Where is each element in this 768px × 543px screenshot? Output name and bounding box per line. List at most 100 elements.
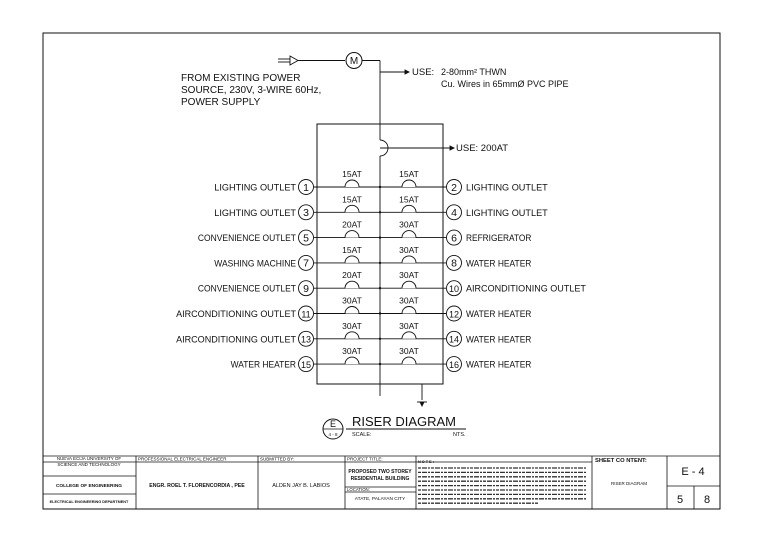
breaker-arc-right xyxy=(401,255,417,263)
circuit-number-circle-left xyxy=(298,204,314,221)
circuit-number-right: 16 xyxy=(449,360,459,370)
circuit-number-circle-left xyxy=(298,254,314,271)
circuit-label-right: WATER HEATER xyxy=(466,334,532,344)
breaker-rating-left: 30AT xyxy=(342,321,362,331)
circuit-number-circle-right xyxy=(446,356,462,373)
source-text-line-3: POWER SUPPLY xyxy=(181,97,261,108)
breaker-rating-right: 30AT xyxy=(399,270,419,280)
breaker-arc-left xyxy=(344,331,360,339)
feeder-wire-line-2: Cu. Wires in 65mmØ PVC PIPE xyxy=(441,79,569,89)
circuit-number-circle-right xyxy=(446,179,462,195)
bus-junction xyxy=(378,185,382,189)
circuit-number-circle-left xyxy=(298,305,314,322)
meter-label: M xyxy=(350,56,358,67)
circuit-number-left: 5 xyxy=(303,232,309,244)
breaker-rating-left: 30AT xyxy=(342,346,362,356)
circuit-label-left: LIGHTING OUTLET xyxy=(214,183,296,193)
breaker-arc-left xyxy=(344,230,360,238)
breaker-arc-left xyxy=(344,280,360,289)
title-block-grid xyxy=(43,455,720,509)
scale-value: NTS. xyxy=(453,432,466,438)
breaker-arc-left xyxy=(344,255,360,263)
bus-junction xyxy=(378,261,382,265)
submitted-heading: SUBMITTED BY: xyxy=(260,457,294,462)
breaker-arc-right xyxy=(401,356,417,365)
meter-symbol: M xyxy=(345,52,363,69)
sheet-border xyxy=(42,32,721,510)
breaker-rating-left: 15AT xyxy=(342,169,362,179)
circuit-number-circle-left xyxy=(298,280,314,297)
circuit-number-circle-right xyxy=(446,204,462,221)
bus-junction xyxy=(378,287,382,290)
detail-marker-letter: E xyxy=(330,419,336,429)
sheet-total: 8 xyxy=(704,494,710,506)
project-line-2: RESIDENTIAL BUILDING xyxy=(351,476,410,482)
breaker-arc-right xyxy=(401,179,417,188)
engineer-heading: PROFESSIONAL ELECTRICAL ENGINEER xyxy=(138,457,227,462)
location-heading: LOCATION: xyxy=(347,487,370,492)
circuit-label-right: REFRIGERATOR xyxy=(466,233,532,243)
breaker-rating-right: 30AT xyxy=(399,245,419,255)
university-line-1: NUEVA ECIJA UNIVERSITY OF xyxy=(57,456,122,461)
breaker-rating-right: 15AT xyxy=(399,169,419,179)
power-source-arrow xyxy=(278,55,345,66)
circuit-number-left: 3 xyxy=(303,207,309,219)
university-line-2: SCIENCE AND TECHNOLOGY xyxy=(57,462,120,467)
circuit-number-circle-left xyxy=(298,179,314,195)
circuit-number-left: 1 xyxy=(303,182,309,194)
source-text-line-1: FROM EXISTING POWER xyxy=(181,73,300,84)
feeder-wire-line-1: 2-80mm² THWN xyxy=(441,67,506,77)
circuit-number-circle-right xyxy=(446,330,462,347)
breaker-rating-left: 20AT xyxy=(342,220,362,230)
detail-marker: E 4 - 8 xyxy=(322,418,344,440)
breaker-rating-right: 30AT xyxy=(399,346,419,356)
project-line-1: PROPOSED TWO STOREY xyxy=(348,469,412,475)
circuit-label-left: CONVENIENCE OUTLET xyxy=(198,284,296,294)
notes-heading: N O T E : xyxy=(418,460,434,464)
circuit-label-left: CONVENIENCE OUTLET xyxy=(198,233,296,243)
bus-junction xyxy=(378,312,382,315)
engineer-name: ENGR. ROEL T. FLORENCORDIA , PEE xyxy=(149,483,245,489)
circuit-label-right: AIRCONDITIONING OUTLET xyxy=(466,284,586,294)
main-breaker xyxy=(379,139,456,408)
breaker-arc-left xyxy=(344,306,360,314)
circuit-number-circle-right xyxy=(446,305,462,322)
circuit-label-left: AIRCONDITIONING OUTLET xyxy=(176,309,296,319)
department-name: ELECTRICAL ENGINEERING DEPARTMENT xyxy=(50,500,129,504)
circuit-label-right: WATER HEATER xyxy=(466,258,532,268)
main-breaker-label: USE: 200AT xyxy=(456,143,508,154)
breaker-rating-left: 15AT xyxy=(342,194,362,204)
circuit-number-right: 10 xyxy=(449,284,459,294)
breaker-arc-left xyxy=(344,356,360,365)
circuit-number-right: 12 xyxy=(449,309,459,319)
circuit-label-right: WATER HEATER xyxy=(466,309,532,319)
breaker-arc-left xyxy=(344,179,360,188)
circuit-number-right: 4 xyxy=(451,207,457,219)
breaker-arc-right xyxy=(401,331,417,339)
circuit-number-left: 11 xyxy=(301,309,310,319)
sheet-id: E - 4 xyxy=(681,466,704,478)
circuit-number-right: 6 xyxy=(451,232,457,244)
notes-text-block xyxy=(418,467,586,504)
breaker-arc-right xyxy=(401,280,417,289)
breaker-rating-right: 30AT xyxy=(399,321,419,331)
breaker-rating-left: 15AT xyxy=(342,245,362,255)
breaker-arc-right xyxy=(401,230,417,238)
circuit-number-circle-left xyxy=(298,330,314,347)
feeder-use-label: USE: xyxy=(412,67,434,78)
circuit-number-left: 7 xyxy=(303,258,309,270)
bus-junction xyxy=(378,236,382,239)
breaker-arc-left xyxy=(344,204,360,213)
sheet-content-value: RISER DIAGRAM xyxy=(611,481,647,486)
breaker-arc-right xyxy=(401,204,417,213)
circuit-number-right: 2 xyxy=(451,182,457,194)
circuit-number-left: 15 xyxy=(301,360,311,370)
